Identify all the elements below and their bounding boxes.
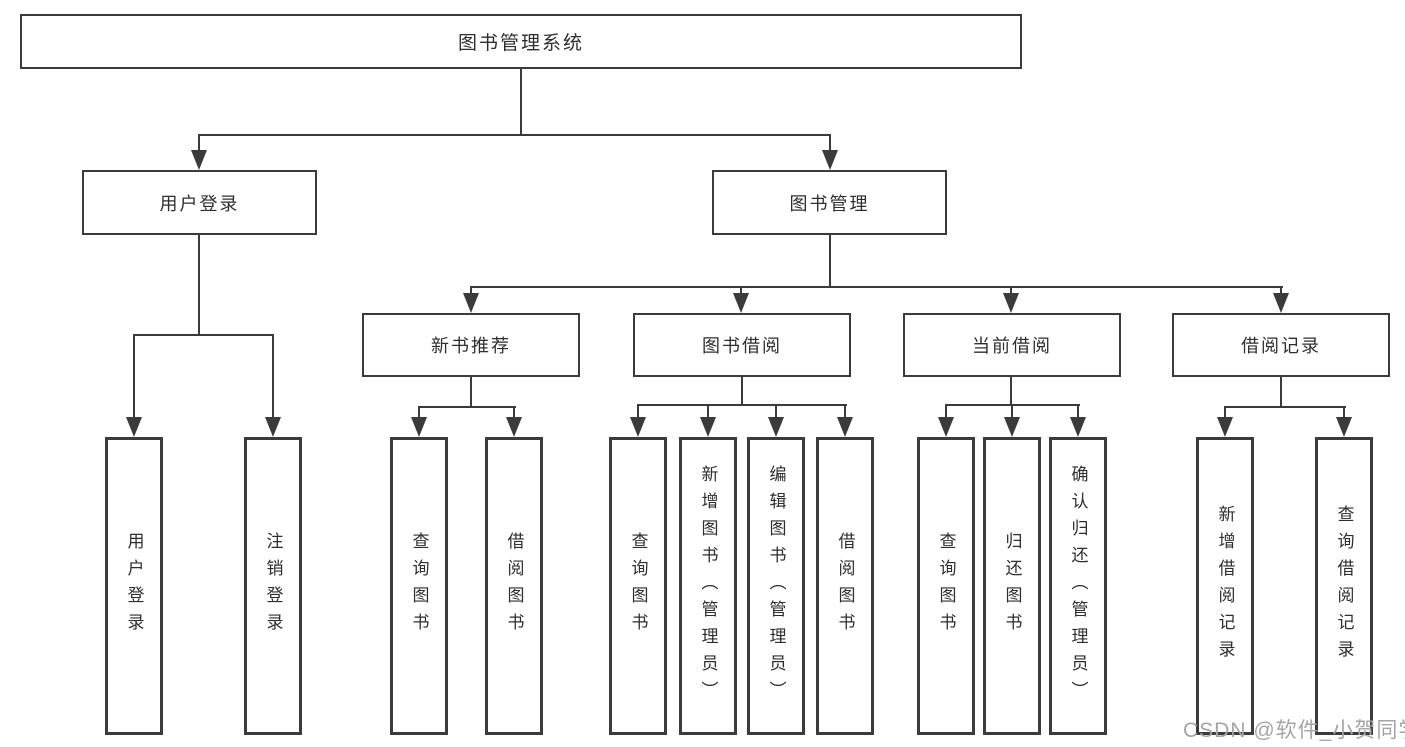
- arrow-down-icon: [768, 417, 784, 437]
- leaf-query-borrow-record-label: 查询借阅记录: [1334, 505, 1354, 667]
- arrow-down-icon: [463, 293, 479, 313]
- connector-line: [470, 377, 472, 408]
- connector-line: [133, 334, 274, 336]
- arrow-down-icon: [1273, 293, 1289, 313]
- arrow-down-icon: [700, 417, 716, 437]
- leaf-borrow-books-1-label: 借阅图书: [504, 532, 524, 640]
- connector-line: [775, 404, 777, 419]
- connector-line: [945, 404, 947, 419]
- leaf-confirm-return-admin: 确认归还（管理员）: [1049, 437, 1107, 735]
- arrow-down-icon: [630, 417, 646, 437]
- connector-line: [133, 334, 135, 419]
- connector-line: [844, 404, 846, 419]
- arrow-down-icon: [506, 417, 522, 437]
- connector-line: [829, 134, 831, 154]
- connector-line: [418, 406, 516, 408]
- leaf-add-borrow-record-label: 新增借阅记录: [1215, 505, 1235, 667]
- node-book-borrowing: 图书借阅: [633, 313, 851, 377]
- connector-line: [1280, 377, 1282, 408]
- connector-line: [1010, 286, 1012, 296]
- leaf-query-books-2: 查询图书: [609, 437, 667, 735]
- node-new-book-recommend: 新书推荐: [362, 313, 580, 377]
- leaf-query-books-3: 查询图书: [917, 437, 975, 735]
- connector-line: [1224, 406, 1226, 419]
- connector-line: [637, 404, 847, 406]
- leaf-return-books: 归还图书: [983, 437, 1041, 735]
- leaf-query-borrow-record: 查询借阅记录: [1315, 437, 1373, 735]
- connector-line: [470, 286, 472, 296]
- node-user-login: 用户登录: [82, 170, 317, 235]
- leaf-query-books-3-label: 查询图书: [936, 532, 956, 640]
- leaf-return-books-label: 归还图书: [1002, 532, 1022, 640]
- leaf-query-books-2-label: 查询图书: [628, 532, 648, 640]
- node-root-label: 图书管理系统: [457, 33, 584, 54]
- node-borrowing-records-label: 借阅记录: [1241, 336, 1321, 356]
- leaf-confirm-return-admin-label: 确认归还（管理员）: [1068, 464, 1088, 708]
- leaf-add-borrow-record: 新增借阅记录: [1196, 437, 1254, 735]
- connector-line: [198, 134, 831, 136]
- arrow-down-icon: [411, 417, 427, 437]
- arrow-down-icon: [126, 417, 142, 437]
- node-current-borrowing-label: 当前借阅: [972, 336, 1052, 356]
- connector-line: [1010, 377, 1012, 406]
- arrow-down-icon: [733, 293, 749, 313]
- leaf-user-login: 用户登录: [105, 437, 163, 735]
- node-user-login-label: 用户登录: [159, 193, 240, 214]
- connector-line: [1011, 404, 1013, 419]
- arrow-down-icon: [265, 417, 281, 437]
- node-new-book-recommend-label: 新书推荐: [431, 336, 511, 356]
- connector-line: [1224, 406, 1346, 408]
- connector-line: [513, 406, 515, 419]
- connector-line: [741, 377, 743, 406]
- arrow-down-icon: [1003, 293, 1019, 313]
- connector-line: [829, 235, 831, 288]
- arrow-down-icon: [1004, 417, 1020, 437]
- node-book-management: 图书管理: [712, 170, 947, 235]
- arrow-down-icon: [1217, 417, 1233, 437]
- leaf-logout-label: 注销登录: [263, 532, 283, 640]
- connector-line: [1077, 404, 1079, 419]
- connector-line: [520, 69, 522, 135]
- arrow-down-icon: [1070, 417, 1086, 437]
- leaf-logout: 注销登录: [244, 437, 302, 735]
- leaf-borrow-books-2: 借阅图书: [816, 437, 874, 735]
- connector-line: [272, 334, 274, 419]
- arrow-down-icon: [822, 150, 838, 170]
- connector-line: [637, 404, 639, 419]
- arrow-down-icon: [1336, 417, 1352, 437]
- connector-line: [418, 406, 420, 419]
- connector-line: [1343, 406, 1345, 419]
- node-borrowing-records: 借阅记录: [1172, 313, 1390, 377]
- connector-line: [198, 235, 200, 336]
- connector-line: [198, 134, 200, 154]
- arrow-down-icon: [938, 417, 954, 437]
- csdn-watermark: CSDN @软件_小贺同学: [1183, 719, 1405, 742]
- leaf-borrow-books-2-label: 借阅图书: [835, 532, 855, 640]
- node-root-system: 图书管理系统: [20, 14, 1022, 69]
- connector-line: [707, 404, 709, 419]
- leaf-edit-books-admin-label: 编辑图书（管理员）: [766, 464, 786, 708]
- leaf-add-books-admin: 新增图书（管理员）: [679, 437, 737, 735]
- leaf-add-books-admin-label: 新增图书（管理员）: [698, 464, 718, 708]
- node-book-borrowing-label: 图书借阅: [702, 336, 782, 356]
- connector-line: [1280, 286, 1282, 296]
- arrow-down-icon: [837, 417, 853, 437]
- leaf-edit-books-admin: 编辑图书（管理员）: [747, 437, 805, 735]
- leaf-user-login-label: 用户登录: [124, 532, 144, 640]
- node-book-management-label: 图书管理: [789, 193, 870, 214]
- node-current-borrowing: 当前借阅: [903, 313, 1121, 377]
- leaf-query-books-1-label: 查询图书: [409, 532, 429, 640]
- connector-line: [740, 286, 742, 296]
- arrow-down-icon: [191, 150, 207, 170]
- leaf-query-books-1: 查询图书: [390, 437, 448, 735]
- connector-line: [470, 286, 1283, 288]
- leaf-borrow-books-1: 借阅图书: [485, 437, 543, 735]
